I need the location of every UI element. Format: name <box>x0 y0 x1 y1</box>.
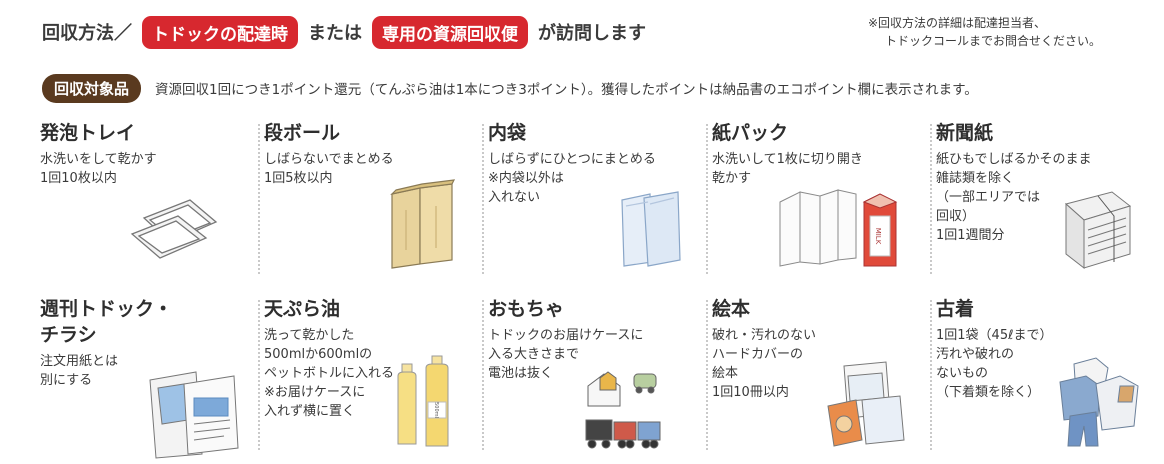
item-description-line: 電池は抜く <box>488 366 554 381</box>
item-description-line: 洗って乾かした <box>264 328 355 343</box>
recycle-item-card: 新聞紙紙ひもでしばるかそのまま雑誌類を除く （一部エリアでは回収） 1回1週間分 <box>930 120 1158 280</box>
picture-book-icon <box>822 356 906 448</box>
resource-collection-pill: 専用の資源回収便 <box>372 15 528 49</box>
old-clothes-icon <box>1056 346 1142 450</box>
item-title-line: チラシ <box>40 324 97 346</box>
item-description-line: 500mlか600mlの <box>264 347 373 362</box>
item-title: 発泡トレイ <box>40 120 262 146</box>
flyer-icon <box>144 360 240 460</box>
item-description-line: 入れない <box>488 190 541 205</box>
target-items-label: 回収対象品 <box>42 73 142 103</box>
item-description: 1回1袋（45ℓまで） 汚れや破れのないもの （下着類を除く） <box>936 326 1158 402</box>
item-title-line: 天ぷら油 <box>264 298 341 320</box>
header-suffix: が訪問します <box>538 23 646 44</box>
item-description-line: 入る大きさまで <box>488 347 580 362</box>
item-description-line: 別にする <box>40 373 93 388</box>
item-title-line: 発泡トレイ <box>40 122 136 144</box>
item-title-line: 紙パック <box>712 122 789 144</box>
oil-bottle-icon: 500ml <box>394 346 458 450</box>
item-description-line: 1回5枚以内 <box>264 171 333 186</box>
item-description: しばらないでまとめる 1回5枚以内 <box>264 150 486 188</box>
item-description-line: 紙ひもでしばるかそのまま <box>936 152 1092 167</box>
header-mid: または <box>308 23 362 44</box>
item-description: しばらずにひとつにまとめる ※内袋以外は入れない <box>488 150 710 207</box>
item-title: 絵本 <box>712 296 934 322</box>
item-description: 水洗いして1枚に切り開き乾かす <box>712 150 934 188</box>
header-prefix: 回収方法／ <box>42 23 132 44</box>
item-description-line: 1回1週間分 <box>936 228 1005 243</box>
item-description-line: ハードカバーの <box>712 347 804 362</box>
item-description-line: 汚れや破れの <box>936 347 1015 362</box>
item-title-line: 絵本 <box>712 298 751 320</box>
item-description-line: 乾かす <box>712 171 752 186</box>
item-description-line: 注文用紙とは <box>40 354 119 369</box>
item-title-line: 新聞紙 <box>936 122 994 144</box>
item-title: 天ぷら油 <box>264 296 486 322</box>
note-line-2: トドックコールまでお問合せください。 <box>885 34 1102 48</box>
newspaper-bundle-icon <box>1060 176 1134 274</box>
item-title: 内袋 <box>488 120 710 146</box>
item-description-line: 絵本 <box>712 366 739 381</box>
recycle-item-card: 段ボールしばらないでまとめる 1回5枚以内 <box>258 120 486 280</box>
item-description-line: しばらずにひとつにまとめる <box>488 152 656 167</box>
item-description-line: 1回10冊以内 <box>712 385 789 400</box>
toys-icon <box>578 352 690 452</box>
recycle-item-card: 発泡トレイ水洗いをして乾かす 1回10枚以内 <box>40 120 262 280</box>
item-title-line: 週刊トドック・ <box>40 298 173 320</box>
foam-tray-icon <box>124 192 224 266</box>
recycle-item-card: 紙パック水洗いして1枚に切り開き乾かす MILK <box>706 120 934 280</box>
item-description-line: ※お届けケースに <box>264 385 366 400</box>
recycle-item-card: 週刊トドック・チラシ注文用紙とは別にする <box>40 296 262 459</box>
item-description-line: 雑誌類を除く <box>936 171 1015 186</box>
note-line-1: ※回収方法の詳細は配達担当者、 <box>868 16 1047 30</box>
recycle-item-card: 天ぷら油洗って乾かした 500mlか600mlのペットボトルに入れる ※お届けケース… <box>258 296 486 456</box>
carton-label: MILK <box>874 228 882 245</box>
item-description-line: 水洗いをして乾かす <box>40 152 157 167</box>
item-description: 破れ・汚れのないハードカバーの絵本 1回10冊以内 <box>712 326 934 402</box>
item-title: 週刊トドック・チラシ <box>40 296 262 348</box>
item-title-line: 段ボール <box>264 122 341 144</box>
item-description-line: 水洗いして1枚に切り開き <box>712 152 863 167</box>
recycle-item-card: おもちゃトドックのお届けケースに入る大きさまで電池は抜く <box>482 296 710 456</box>
item-title-line: おもちゃ <box>488 298 565 320</box>
target-items-description: 資源回収1回につき1ポイント還元（てんぷら油は1本につき3ポイント）。獲得したポ… <box>155 82 978 98</box>
item-description-line: 破れ・汚れのない <box>712 328 817 343</box>
item-description-line: 回収） <box>936 209 976 224</box>
item-description-line: ペットボトルに入れる <box>264 366 395 381</box>
item-title-line: 内袋 <box>488 122 527 144</box>
bottle-label: 500ml <box>433 402 439 418</box>
recycle-item-card: 内袋しばらずにひとつにまとめる ※内袋以外は入れない <box>482 120 710 280</box>
item-description-line: 入れず横に置く <box>264 404 356 419</box>
item-description-line: ※内袋以外は <box>488 171 564 186</box>
items-grid: 発泡トレイ水洗いをして乾かす 1回10枚以内 段ボールしばらないでまとめる 1回5枚以… <box>40 120 1160 459</box>
item-description-line: トドックのお届けケースに <box>488 328 644 343</box>
item-description: 紙ひもでしばるかそのまま雑誌類を除く （一部エリアでは回収） 1回1週間分 <box>936 150 1158 245</box>
milk-carton-icon: MILK <box>776 172 906 270</box>
item-description: 水洗いをして乾かす 1回10枚以内 <box>40 150 262 188</box>
item-title: おもちゃ <box>488 296 710 322</box>
delivery-time-pill: トドックの配達時 <box>142 15 298 49</box>
item-description-line: ないもの <box>936 366 989 381</box>
collection-method-header: 回収方法／ トドックの配達時 または 専用の資源回収便 が訪問します <box>42 14 646 50</box>
item-description: 注文用紙とは別にする <box>40 352 262 390</box>
item-description-line: しばらないでまとめる <box>264 152 394 167</box>
contact-note: ※回収方法の詳細は配達担当者、 トドックコールまでお問合せください。 <box>868 14 1101 50</box>
item-description: トドックのお届けケースに入る大きさまで電池は抜く <box>488 326 710 383</box>
cardboard-icon <box>382 170 462 270</box>
item-title: 新聞紙 <box>936 120 1158 146</box>
item-description: 洗って乾かした 500mlか600mlのペットボトルに入れる ※お届けケースに入れず… <box>264 326 486 421</box>
item-description-line: 1回10枚以内 <box>40 171 117 186</box>
item-title: 段ボール <box>264 120 486 146</box>
inner-bag-icon <box>614 176 688 272</box>
item-description-line: （下着類を除く） <box>936 385 1041 400</box>
target-items-bar: 回収対象品 資源回収1回につき1ポイント還元（てんぷら油は1本につき3ポイント）… <box>42 73 978 103</box>
recycle-item-card: 古着 1回1袋（45ℓまで） 汚れや破れのないもの （下着類を除く） <box>930 296 1158 456</box>
item-title-line: 古着 <box>936 298 975 320</box>
item-description-line: 1回1袋（45ℓまで） <box>936 328 1053 343</box>
item-description-line: （一部エリアでは <box>936 190 1041 205</box>
item-title: 古着 <box>936 296 1158 322</box>
item-title: 紙パック <box>712 120 934 146</box>
